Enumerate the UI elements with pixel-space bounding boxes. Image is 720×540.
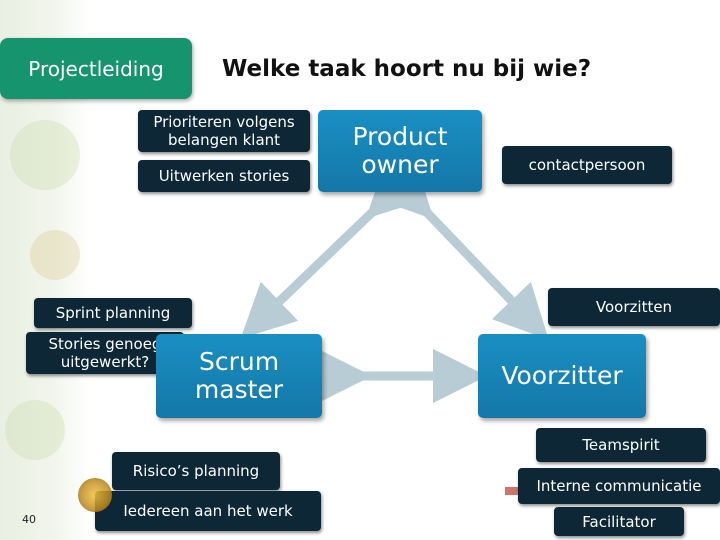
task-voorzitten: Voorzitten [548,288,720,326]
logo-icon [78,478,112,512]
page-title: Welke taak hoort nu bij wie? [222,56,592,82]
role-product-owner: Product owner [318,110,482,192]
logo-mark [505,487,521,495]
task-facilitator: Facilitator [554,507,684,536]
task-prioriteren: Prioriteren volgens belangen klant [138,110,310,152]
task-iedereen-aan-het-werk: Iedereen aan het werk [95,491,321,531]
decoration-circle [5,400,65,460]
arrow-product-owner-voorzitter [376,161,549,340]
role-scrum-master: Scrum master [156,334,322,418]
task-sprint-planning: Sprint planning [34,298,192,328]
task-teamspirit: Teamspirit [536,428,706,462]
task-uitwerken-stories: Uitwerken stories [138,160,310,192]
arrow-product-owner-scrum-master [240,161,424,339]
task-contactpersoon: contactpersoon [502,146,672,184]
task-risicos-planning: Risico’s planning [112,452,280,490]
projectleiding-box: Projectleiding [0,38,192,99]
decoration-circle [30,230,80,280]
role-voorzitter: Voorzitter [478,334,646,418]
task-interne-communicatie: Interne communicatie [518,468,720,504]
decoration-circle [10,120,80,190]
page-number: 40 [22,513,36,526]
